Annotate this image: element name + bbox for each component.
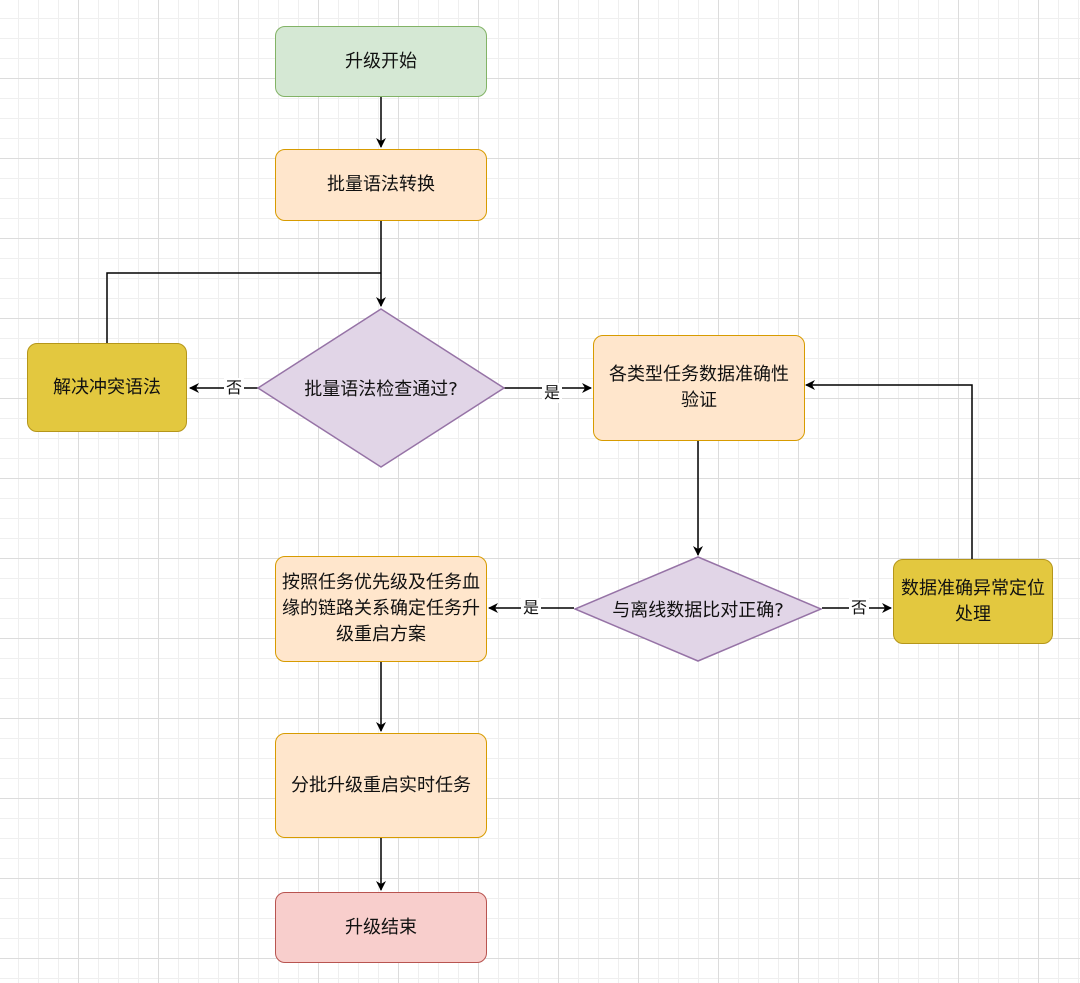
offline-compare-decision[interactable]: 与离线数据比对正确? bbox=[574, 556, 822, 662]
edge-label-check-yes: 是 bbox=[542, 383, 563, 403]
restart-plan-node[interactable]: 按照任务优先级及任务血缘的链路关系确定任务升级重启方案 bbox=[275, 556, 487, 662]
fix-anomaly-label: 数据准确异常定位处理 bbox=[901, 577, 1045, 625]
syntax-check-diamond-shape bbox=[257, 308, 505, 468]
batch-restart-node[interactable]: 分批升级重启实时任务 bbox=[275, 733, 487, 838]
resolve-conflict-node[interactable]: 解决冲突语法 bbox=[27, 343, 187, 432]
batch-convert-node[interactable]: 批量语法转换 bbox=[275, 149, 487, 221]
start-node[interactable]: 升级开始 bbox=[275, 26, 487, 97]
resolve-conflict-label: 解决冲突语法 bbox=[53, 376, 161, 398]
edge-label-check-no: 否 bbox=[224, 378, 245, 398]
accuracy-verify-label: 各类型任务数据准确性验证 bbox=[609, 364, 789, 411]
edge-label-compare-yes: 是 bbox=[521, 598, 542, 618]
syntax-check-decision[interactable]: 批量语法检查通过? bbox=[257, 308, 505, 468]
offline-compare-label: 与离线数据比对正确? bbox=[612, 600, 784, 621]
edge-fix-to-verify bbox=[805, 380, 973, 559]
batch-restart-label: 分批升级重启实时任务 bbox=[291, 774, 471, 796]
edge-label-compare-no: 否 bbox=[849, 598, 870, 618]
offline-compare-diamond-shape bbox=[574, 556, 822, 662]
syntax-check-label: 批量语法检查通过? bbox=[304, 379, 458, 400]
start-node-label: 升级开始 bbox=[345, 50, 417, 72]
edge-resolve-to-check bbox=[106, 272, 381, 343]
accuracy-verify-node[interactable]: 各类型任务数据准确性验证 bbox=[593, 335, 805, 441]
batch-convert-label: 批量语法转换 bbox=[327, 174, 435, 195]
fix-anomaly-node[interactable]: 数据准确异常定位处理 bbox=[893, 559, 1053, 644]
end-node[interactable]: 升级结束 bbox=[275, 892, 487, 963]
restart-plan-label: 按照任务优先级及任务血缘的链路关系确定任务升级重启方案 bbox=[282, 572, 480, 645]
end-node-label: 升级结束 bbox=[345, 916, 417, 938]
